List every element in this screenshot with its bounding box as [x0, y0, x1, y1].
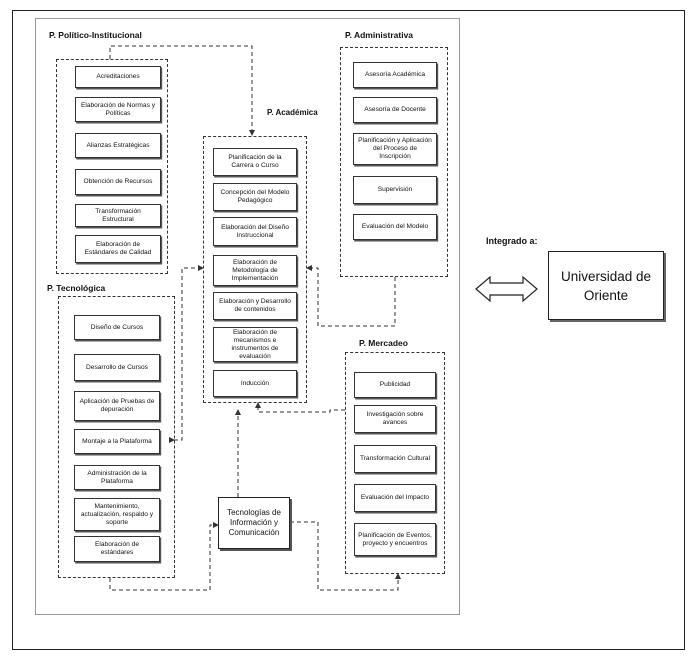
- connector-mercadeo-academica: [255, 402, 345, 413]
- universidad-box: Universidad de Oriente: [548, 251, 664, 320]
- group-tecnologica: [58, 296, 175, 578]
- group-title-politico: P. Político-Institucional: [48, 30, 143, 40]
- node-asesoria-docente: Asesoría de Docente: [353, 97, 437, 123]
- node-evaluacion-impacto: Evaluación del Impacto: [354, 484, 436, 512]
- node-normas-politicas: Elaboración de Normas y Políticas: [75, 97, 161, 122]
- node-montaje-plataforma: Montaje a la Plataforma: [74, 429, 160, 454]
- group-title-tecnologica: P. Tecnológica: [46, 283, 107, 293]
- connector-tecnologica-tic: [109, 522, 219, 591]
- node-tic: Tecnologías de Información y Comunicació…: [218, 497, 290, 549]
- node-investigacion-avances: Investigación sobre avances: [354, 405, 436, 433]
- node-acreditaciones: Acreditaciones: [75, 66, 161, 88]
- node-transformacion-cultural: Transformación Cultural: [354, 445, 436, 473]
- outer-frame: [12, 10, 685, 650]
- node-evaluacion-modelo: Evaluación del Modelo: [353, 214, 437, 240]
- node-mecanismos-evaluacion: Elaboración de mecanismos e instrumentos…: [213, 327, 297, 362]
- node-transformacion-estructural: Transformación Estructural: [75, 204, 161, 227]
- group-politico-institucional: [56, 59, 168, 274]
- node-pruebas-depuracion: Aplicación de Pruebas de depuración: [74, 391, 160, 421]
- node-planificacion-carrera: Planificación de la Carrera o Curso: [213, 148, 297, 176]
- node-obtencion-recursos: Obtención de Recursos: [75, 169, 161, 195]
- group-academica: [203, 136, 307, 403]
- node-desarrollo-cursos: Desarrollo de Cursos: [74, 354, 160, 381]
- node-modelo-pedagogico: Concepción del Modelo Pedagógico: [213, 183, 297, 211]
- node-diseno-instruccional: Elaboración del Diseño Instruccional: [213, 217, 297, 246]
- node-asesoria-academica: Asesoría Académica: [353, 62, 437, 88]
- node-diseno-cursos: Diseño de Cursos: [74, 315, 160, 340]
- node-metodologia: Elaboración de Metodología de Implementa…: [213, 255, 297, 286]
- node-elaboracion-estandares: Elaboración de estándares: [74, 536, 160, 562]
- group-title-mercadeo: P. Mercadeo: [358, 338, 409, 348]
- node-alianzas: Alianzas Estratégicas: [75, 133, 161, 158]
- group-mercadeo: [345, 352, 445, 574]
- node-publicidad: Publicidad: [354, 372, 436, 398]
- group-title-academica: P. Académica: [266, 108, 319, 118]
- connector-politico-academica: [109, 45, 255, 136]
- node-mantenimiento: Mantenimiento, actualización, respaldo y…: [74, 498, 160, 531]
- connector-administrativa-academica: [306, 265, 396, 327]
- double-arrow-icon: [475, 275, 538, 303]
- node-administracion-plataforma: Administración de la Plataforma: [74, 465, 160, 490]
- node-proceso-inscripcion: Planificación y Aplicación del Proceso d…: [353, 133, 437, 165]
- node-induccion: Inducción: [213, 370, 297, 397]
- integrado-label: Integrado a:: [486, 236, 538, 246]
- node-planificacion-eventos: Planificación de Eventos, proyecto y enc…: [354, 523, 436, 556]
- connector-tecnologica-academica: [169, 265, 204, 443]
- node-estandares-calidad: Elaboración de Estándares de Calidad: [75, 235, 161, 263]
- group-administrativa: [340, 47, 448, 277]
- group-title-administrativa: P. Administrativa: [344, 30, 415, 40]
- node-desarrollo-contenidos: Elaboración y Desarrollo de contenidos: [213, 292, 297, 320]
- node-supervision: Supervisión: [353, 176, 437, 204]
